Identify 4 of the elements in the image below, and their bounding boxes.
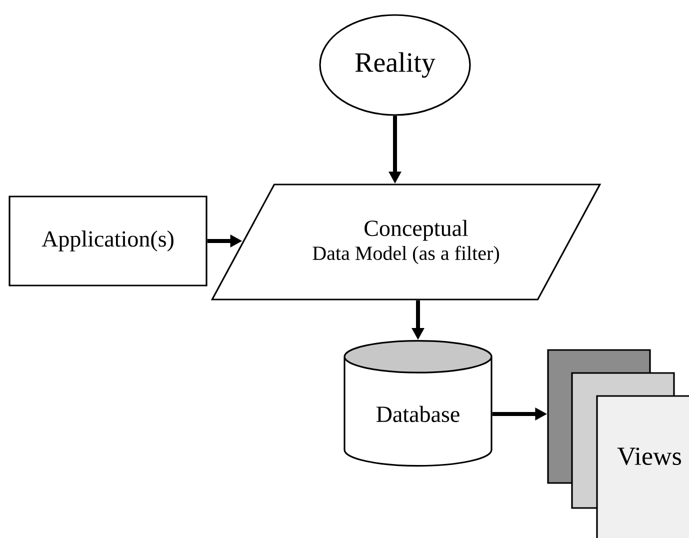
- stacked-pages: Views: [547, 349, 689, 538]
- database-cylinder: Database: [344, 340, 492, 467]
- node-label: Database: [376, 406, 460, 422]
- process-box: Application(s): [8, 196, 208, 286]
